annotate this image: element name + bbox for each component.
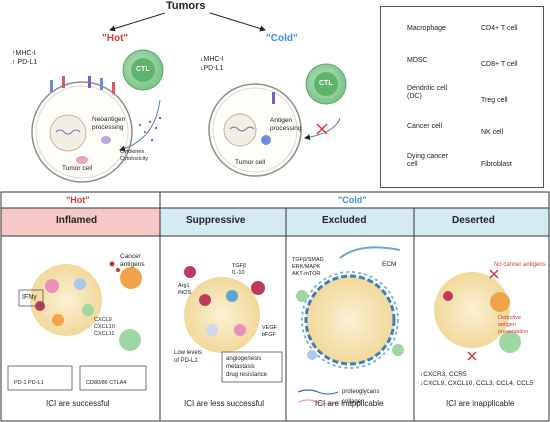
defective-0: Defective <box>498 315 521 321</box>
suppressive-header-bg <box>160 208 286 236</box>
panel-title-deserted: Deserted <box>452 215 495 226</box>
tgf-0: TGFβ <box>232 263 247 269</box>
tgf-1: IL-10 <box>232 270 245 276</box>
cancer-antigens-l1: Cancer <box>120 253 141 260</box>
cold-tumor-cell-label: Tumor cell <box>235 159 266 166</box>
bottom-hot-header: "Hot" <box>66 195 90 205</box>
angio-2: drug resistance <box>226 372 268 378</box>
legend-macrophage: Macrophage <box>407 25 446 32</box>
collagen-line <box>297 399 339 405</box>
cancer-antigens-l2: antigens <box>120 261 145 268</box>
cold-marker-mhc: ↓MHC-I <box>200 56 224 63</box>
hot-marker-mhc: ↑MHC-I <box>12 50 36 57</box>
inflamed-cd80-box <box>79 365 147 391</box>
angio-box <box>221 351 283 383</box>
cx-0: ↓CXCR3, CCR5 <box>420 371 467 378</box>
vegf-0: VEGF <box>262 325 277 331</box>
angio-1: metastasis <box>226 364 255 370</box>
cold-ctl-label: CTL <box>319 80 333 87</box>
panel-caption-suppressive: ICI are less successful <box>184 399 265 408</box>
vegf-1: bFGF <box>262 332 277 338</box>
legend-nk: NK cell <box>481 129 504 136</box>
legend: Macrophage MDSC Dendritic cell (DC) Canc… <box>380 6 544 188</box>
suppressive-tumor <box>184 266 265 353</box>
cytokines-line2: Cytotoxicity <box>120 156 149 162</box>
antigen-line2: processing <box>270 125 302 132</box>
panel-title-excluded: Excluded <box>322 215 367 226</box>
tumors-arrow-right <box>209 12 266 32</box>
legend-dc: Dendritic cell (DC) <box>407 85 448 100</box>
cold-block-x <box>316 123 328 135</box>
tumors-arrow-left <box>109 12 166 32</box>
legend-mdsc: MDSC <box>407 57 428 64</box>
deserted-x2 <box>467 351 477 361</box>
legend-treg: Treg cell <box>481 97 508 104</box>
ecm-label: ECM <box>382 261 397 268</box>
pathway-2: AKT-mTOR <box>292 271 321 277</box>
cx-1: ↓CXCL9, CXCL10, CCL3, CCL4, CCL5 <box>420 380 534 387</box>
proteoglycan-line <box>297 389 339 395</box>
legend-cd4: CD4+ T cell <box>481 25 518 32</box>
deserted-x1 <box>489 269 499 279</box>
bottom-cold-header: "Cold" <box>338 195 367 205</box>
cd80-label: CD80/86 CTLA4 <box>86 380 127 386</box>
pathway-1: ERK/MAPK <box>292 264 321 270</box>
antigen-line1: Antigen <box>270 117 293 124</box>
cytotox-arrow <box>119 99 161 152</box>
legend-cd8: CD8+ T cell <box>481 61 518 68</box>
neoantigen-line2: processing <box>92 124 124 131</box>
hot-marker-pdl1: ↑ PD-L1 <box>12 59 38 66</box>
ifn-label: IFNγ <box>22 294 37 301</box>
arg-1: iNOS <box>178 290 192 296</box>
panel-title-inflamed: Inflamed <box>56 215 98 226</box>
excluded-tumor <box>296 246 404 369</box>
cold-label: "Cold" <box>266 33 298 44</box>
neoantigen-line1: Neoantigen <box>92 116 126 123</box>
arg-0: Arg1 <box>178 283 190 289</box>
hot-tumor-cell-label: Tumor cell <box>62 165 93 172</box>
inflamed-ifn-box <box>18 289 44 307</box>
deserted-tumor <box>434 272 521 353</box>
defective-2: presentation <box>498 329 529 335</box>
panel-caption-inflamed: ICI are successful <box>46 399 110 408</box>
proteoglycans-label: proteoglycans <box>342 389 380 395</box>
pathway-0: TGFβ/SMAD <box>292 257 324 263</box>
legend-dying: Dying cancer cell <box>407 153 448 168</box>
legend-cancer: Cancer cell <box>407 123 443 130</box>
panels-frame <box>0 191 550 422</box>
angio-0: angiogenesis <box>226 356 262 362</box>
tumors-title: Tumors <box>166 0 206 12</box>
inflamed-header-bg <box>1 208 160 236</box>
excluded-header-bg <box>286 208 414 236</box>
inflamed-tumor <box>30 261 142 351</box>
cold-marker-pdl1: ↓PD-L1 <box>200 65 224 72</box>
cold-tumor-cell <box>208 83 302 177</box>
deserted-header-bg <box>414 208 549 236</box>
legend-fibroblast: Fibroblast <box>481 161 512 168</box>
hot-ctl-label: CTL <box>136 66 150 73</box>
no-antigens-label: No cancer antigens <box>494 262 546 268</box>
cytokines-line1: Cytokines <box>120 149 145 155</box>
low-0: Low levels <box>174 350 203 356</box>
panel-title-suppressive: Suppressive <box>186 215 246 226</box>
pd-label: PD-1 PD-L1 <box>14 380 44 386</box>
panel-caption-deserted: ICI are inapplicable <box>446 399 515 408</box>
hot-ctl <box>122 49 164 91</box>
low-1: of PD-L1 <box>174 358 198 364</box>
panel-caption-excluded: ICI are inapplicable <box>315 399 384 408</box>
cold-blocked-arrow <box>304 117 341 141</box>
inflamed-pd-box <box>7 365 73 391</box>
defective-1: antigen <box>498 322 517 328</box>
cxcl-1: CXCL10 <box>94 324 115 330</box>
cxcl-2: CXCL11 <box>94 331 115 337</box>
cytokine-dots <box>138 116 162 142</box>
hot-label: "Hot" <box>102 33 129 44</box>
hot-tumor-cell <box>31 76 133 183</box>
cold-ctl <box>305 63 347 105</box>
collagen-label: collagen <box>342 399 365 405</box>
cxcl-0: CXCL9 <box>94 317 112 323</box>
